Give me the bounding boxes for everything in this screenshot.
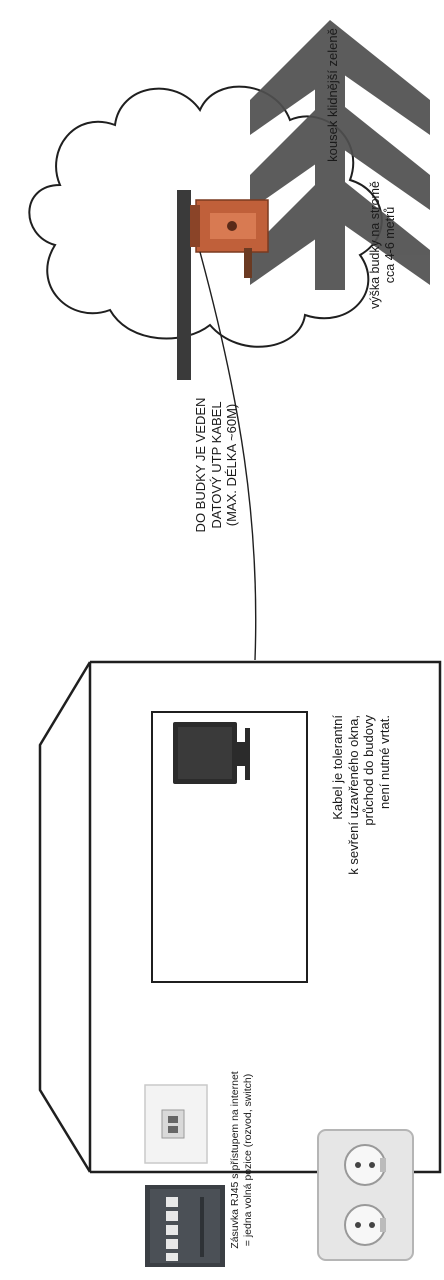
box-height-line1: výška budky na stromě [368,145,383,345]
rj45-wall-socket-icon [145,1085,207,1163]
window-note-line4: není nutné vrtat. [377,715,393,955]
power-outlet-icon [318,1130,413,1260]
cable-label: DO BUDKY JE VEDEN DATOVÝ UTP KABEL (MAX.… [193,365,247,565]
socket-caption-line2: = jedna volná pozice (rozvod, switch) [242,1040,255,1280]
box-height-label: výška budky na stromě cca 4-6 metrů [368,145,402,345]
cable-line2: DATOVÝ UTP KABEL [209,365,225,565]
greenery-label: kousek klidnější zeleně [325,0,345,195]
greenery-text: kousek klidnější zeleně [325,0,341,195]
monitor-icon [173,722,250,784]
box-height-line2: cca 4-6 metrů [383,145,398,345]
window-note-line1: Kabel je tolerantní [330,715,346,955]
cable-line1: DO BUDKY JE VEDEN [193,365,209,565]
cable-line3: (MAX. DÉLKA ~60M) [224,365,240,565]
socket-caption-line1: Zásuvka RJ45 s přístupem na internet [229,1040,242,1280]
socket-caption: Zásuvka RJ45 s přístupem na internet = j… [229,1040,261,1280]
window-note-line2: k sevření uzavřeného okna, [346,715,362,955]
window-note-line3: průchod do budovy [361,715,377,955]
tree-pole [177,190,191,380]
switch-icon [145,1185,225,1267]
window-note: Kabel je tolerantní k sevření uzavřeného… [330,715,400,955]
